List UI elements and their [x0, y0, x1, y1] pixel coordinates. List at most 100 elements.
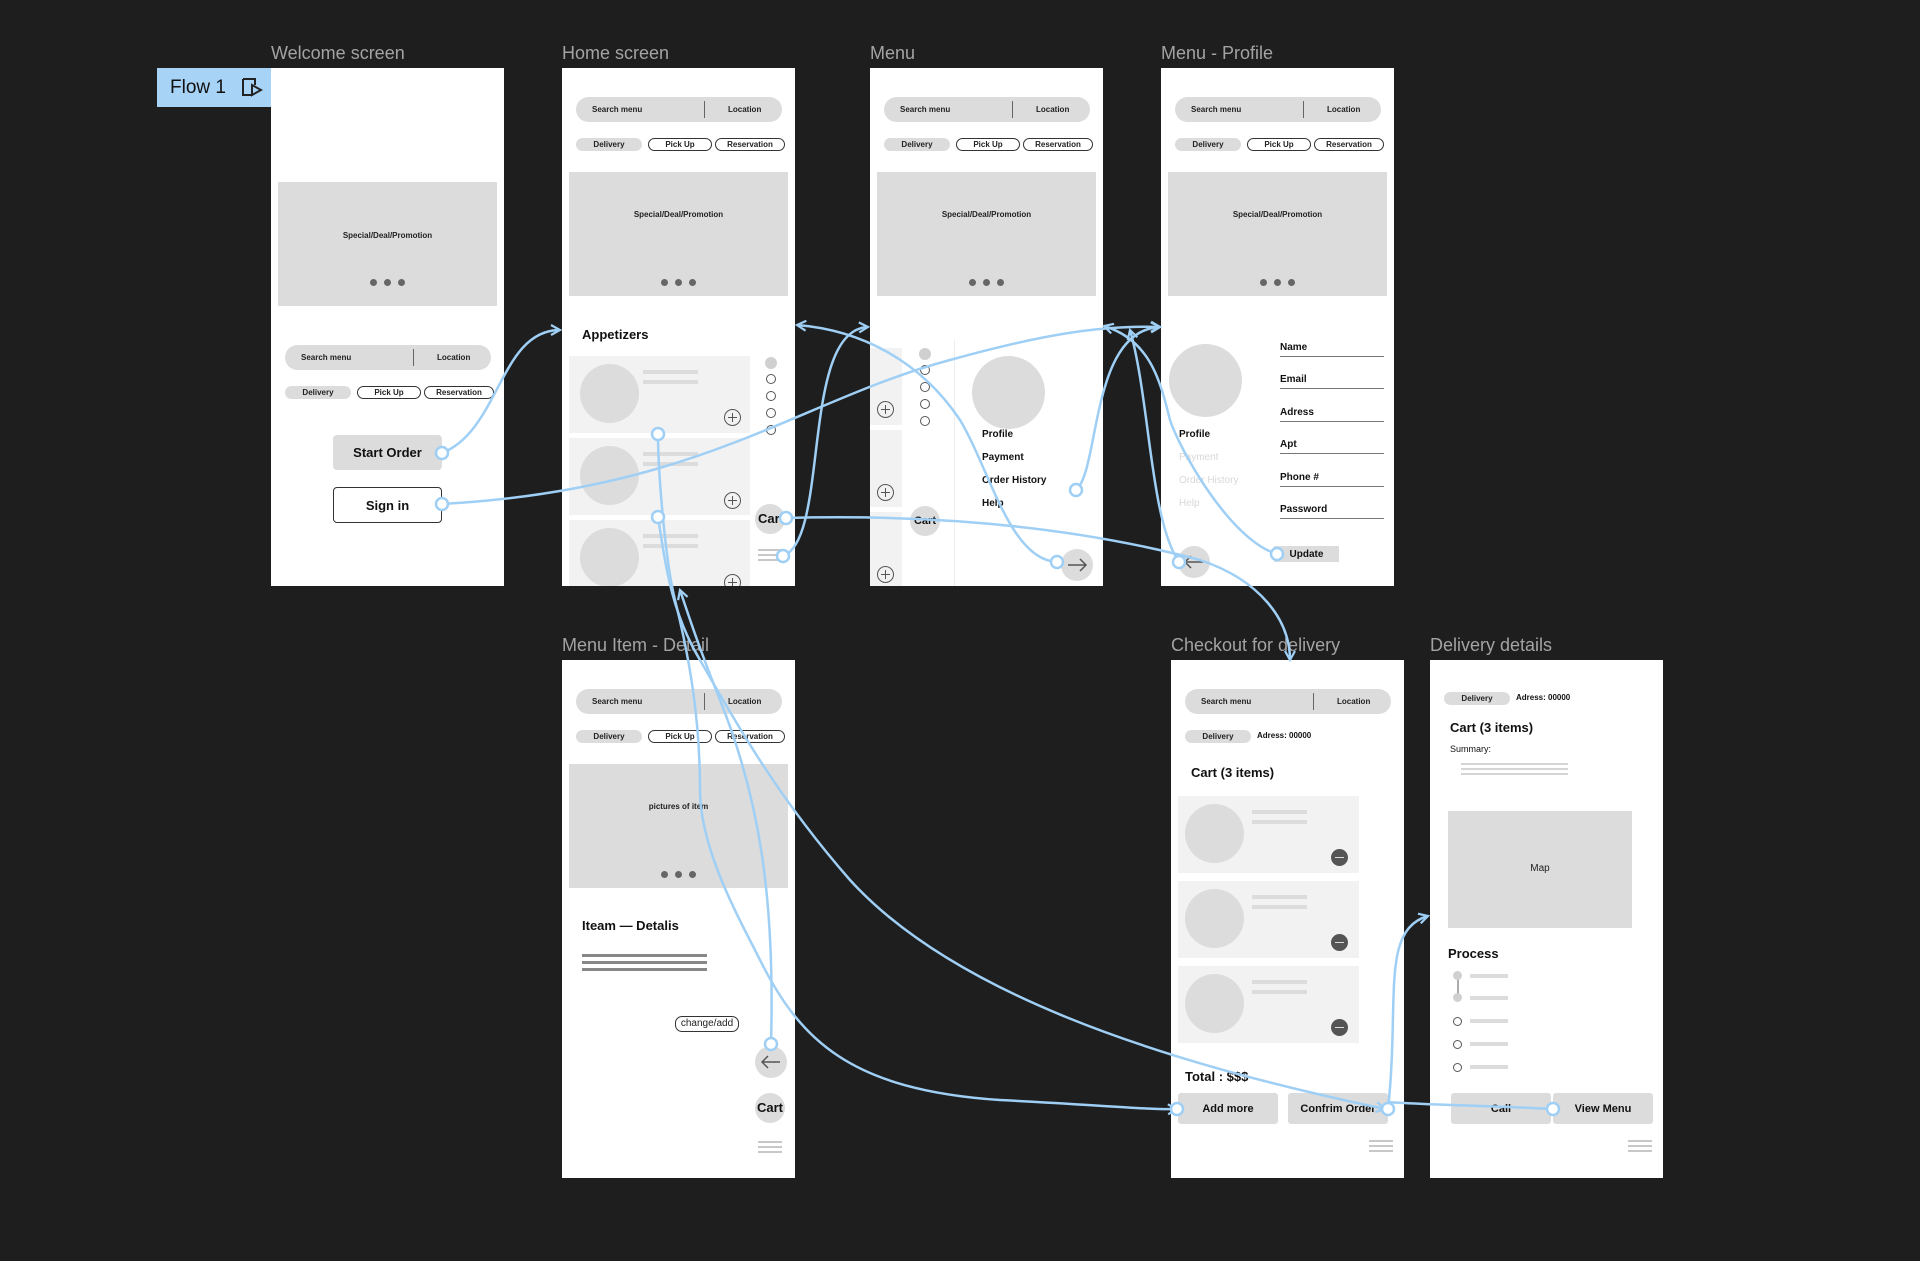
add-icon[interactable]	[724, 492, 741, 509]
remove-icon[interactable]	[1331, 934, 1348, 951]
promo-banner[interactable]: Special/Deal/Promotion	[877, 172, 1096, 296]
name-field[interactable]: Name	[1280, 342, 1384, 357]
scroll-dot[interactable]	[766, 425, 776, 435]
update-button[interactable]: Update	[1274, 546, 1339, 562]
scroll-dot[interactable]	[920, 365, 930, 375]
item-pictures[interactable]: pictures of item	[569, 764, 788, 888]
search-bar[interactable]: Search menu Location	[576, 689, 782, 714]
drawer-item-payment[interactable]: Payment	[982, 452, 1024, 463]
search-input[interactable]: Search menu	[592, 697, 643, 706]
reservation-tab[interactable]: Reservation	[1314, 138, 1384, 151]
back-arrow-button[interactable]	[755, 1046, 787, 1078]
drawer-item-profile[interactable]: Profile	[982, 429, 1014, 440]
carousel-dots[interactable]	[569, 871, 788, 878]
scroll-dot[interactable]	[920, 416, 930, 426]
view-menu-button[interactable]: View Menu	[1553, 1093, 1653, 1124]
reservation-tab[interactable]: Reservation	[424, 386, 494, 399]
add-icon[interactable]	[724, 409, 741, 426]
hamburger-menu-icon[interactable]	[1369, 1140, 1393, 1154]
search-input[interactable]: Search menu	[301, 353, 352, 362]
delivery-tab[interactable]: Delivery	[884, 138, 950, 151]
flow-1-tag[interactable]: Flow 1	[157, 68, 271, 107]
add-icon[interactable]	[877, 484, 894, 501]
play-flow-icon[interactable]	[241, 77, 263, 97]
location-input[interactable]: Location	[437, 353, 471, 362]
avatar[interactable]	[1169, 344, 1242, 417]
hamburger-menu-icon[interactable]	[1628, 1140, 1652, 1154]
search-bar[interactable]: Search menu Location	[1175, 97, 1381, 122]
start-order-button[interactable]: Start Order	[333, 435, 442, 470]
scroll-dot[interactable]	[766, 408, 776, 418]
menu-item-card[interactable]	[569, 438, 750, 515]
scroll-dot[interactable]	[766, 374, 776, 384]
drawer-item-help[interactable]: Help	[982, 498, 1004, 509]
search-bar[interactable]: Search menu Location	[884, 97, 1090, 122]
location-input[interactable]: Location	[728, 697, 762, 706]
delivery-tab[interactable]: Delivery	[285, 386, 351, 399]
reservation-tab[interactable]: Reservation	[1023, 138, 1093, 151]
delivery-tab[interactable]: Delivery	[1175, 138, 1241, 151]
drawer-item-profile[interactable]: Profile	[1179, 429, 1211, 440]
location-input[interactable]: Location	[1337, 697, 1371, 706]
address-field[interactable]: Adress	[1280, 407, 1384, 422]
location-input[interactable]: Location	[1036, 105, 1070, 114]
cart-button[interactable]: Cart	[910, 506, 940, 536]
delivery-tab[interactable]: Delivery	[1444, 692, 1510, 705]
promo-banner[interactable]: Special/Deal/Promotion	[569, 172, 788, 296]
location-input[interactable]: Location	[728, 105, 762, 114]
remove-icon[interactable]	[1331, 1019, 1348, 1036]
add-more-button[interactable]: Add more	[1178, 1093, 1278, 1124]
pickup-tab[interactable]: Pick Up	[648, 730, 712, 743]
pickup-tab[interactable]: Pick Up	[357, 386, 421, 399]
search-bar[interactable]: Search menu Location	[576, 97, 782, 122]
search-input[interactable]: Search menu	[592, 105, 643, 114]
reservation-tab[interactable]: Reservation	[715, 730, 785, 743]
add-icon[interactable]	[877, 401, 894, 418]
pickup-tab[interactable]: Pick Up	[956, 138, 1020, 151]
forward-arrow-button[interactable]	[1061, 549, 1093, 581]
remove-icon[interactable]	[1331, 849, 1348, 866]
promo-banner[interactable]: Special/Deal/Promotion	[278, 182, 497, 306]
drawer-item-payment[interactable]: Payment	[1179, 452, 1219, 463]
pickup-tab[interactable]: Pick Up	[648, 138, 712, 151]
confirm-order-button[interactable]: Confrim Order	[1288, 1093, 1388, 1124]
delivery-tab[interactable]: Delivery	[576, 730, 642, 743]
menu-item-card[interactable]	[569, 356, 750, 433]
carousel-dots[interactable]	[1168, 279, 1387, 286]
search-input[interactable]: Search menu	[1191, 105, 1242, 114]
apt-field[interactable]: Apt	[1280, 439, 1384, 454]
reservation-tab[interactable]: Reservation	[715, 138, 785, 151]
sign-in-button[interactable]: Sign in	[333, 487, 442, 523]
search-bar[interactable]: Search menu Location	[1185, 689, 1391, 714]
drawer-item-order-history[interactable]: Order History	[1179, 475, 1239, 486]
password-field[interactable]: Password	[1280, 504, 1384, 519]
change-add-button[interactable]: change/add	[675, 1016, 739, 1032]
cart-button[interactable]: Car	[755, 504, 785, 534]
scroll-dot[interactable]	[766, 391, 776, 401]
search-input[interactable]: Search menu	[900, 105, 951, 114]
cart-button[interactable]: Cart	[755, 1093, 785, 1123]
carousel-dots[interactable]	[278, 279, 497, 286]
search-input[interactable]: Search menu	[1201, 697, 1252, 706]
menu-item-card[interactable]	[569, 520, 750, 586]
location-input[interactable]: Location	[1327, 105, 1361, 114]
hamburger-menu-icon[interactable]	[758, 1141, 782, 1155]
scroll-dot[interactable]	[765, 357, 777, 369]
add-icon[interactable]	[877, 566, 894, 583]
phone-field[interactable]: Phone #	[1280, 472, 1384, 487]
avatar[interactable]	[972, 356, 1045, 429]
call-button[interactable]: Call	[1451, 1093, 1551, 1124]
back-arrow-button[interactable]	[1178, 546, 1210, 578]
add-icon[interactable]	[724, 574, 741, 586]
carousel-dots[interactable]	[877, 279, 1096, 286]
scroll-dot[interactable]	[919, 348, 931, 360]
hamburger-menu-icon[interactable]	[758, 549, 782, 563]
search-bar[interactable]: Search menu Location	[285, 345, 491, 370]
map-area[interactable]: Map	[1448, 811, 1632, 928]
delivery-tab[interactable]: Delivery	[1185, 730, 1251, 743]
carousel-dots[interactable]	[569, 279, 788, 286]
email-field[interactable]: Email	[1280, 374, 1384, 389]
scroll-dot[interactable]	[920, 399, 930, 409]
pickup-tab[interactable]: Pick Up	[1247, 138, 1311, 151]
drawer-item-order-history[interactable]: Order History	[982, 475, 1047, 486]
